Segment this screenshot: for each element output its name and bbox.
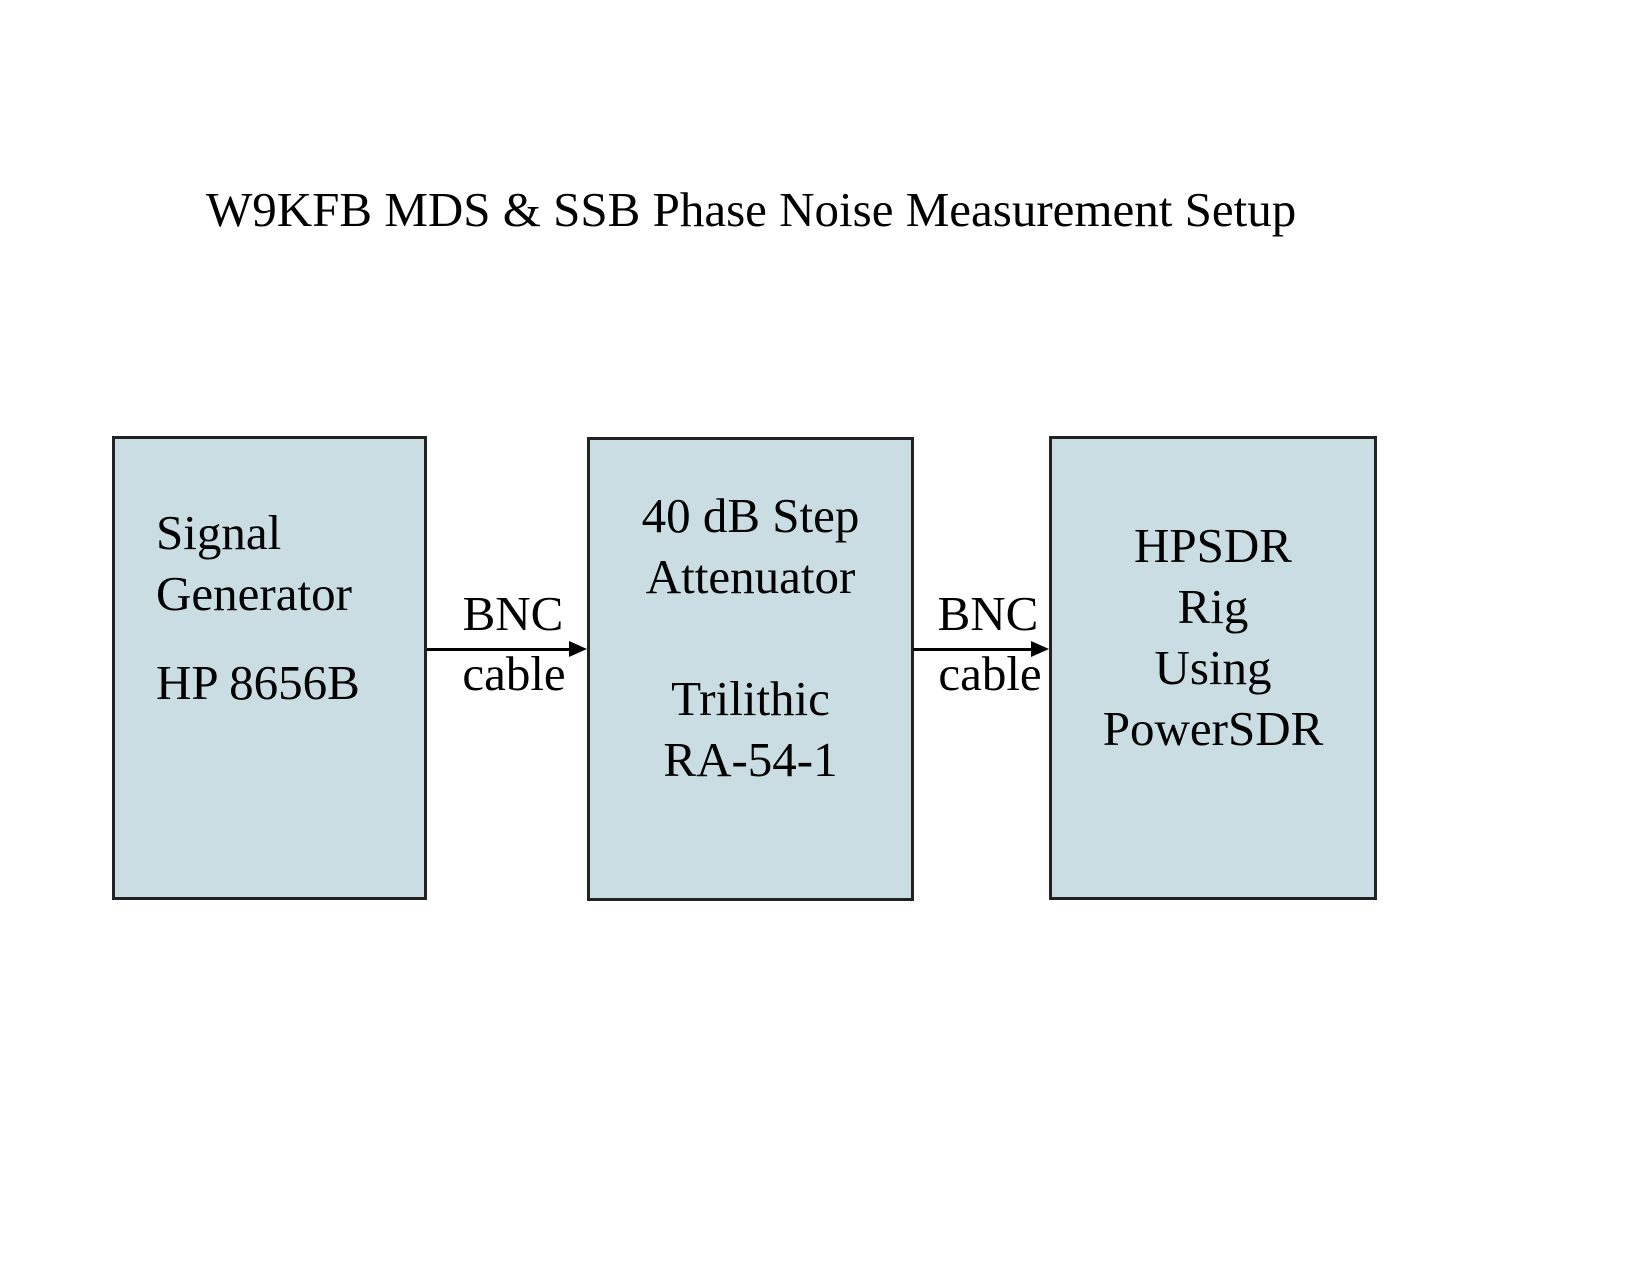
box-text: 40 dB Step Attenuator Trilithic RA-54-1 bbox=[590, 440, 911, 790]
device-box-signal-generator: Signal Generator HP 8656B bbox=[112, 436, 427, 900]
box-text-group: Signal Generator bbox=[156, 502, 414, 624]
arrow-shaft bbox=[427, 648, 569, 651]
box-label-line: Generator bbox=[156, 566, 352, 621]
box-label-line: HP 8656B bbox=[156, 655, 360, 710]
box-label-line: Signal bbox=[156, 505, 282, 560]
box-label-line: 40 dB Step bbox=[641, 488, 860, 543]
box-label-line: HPSDR bbox=[1134, 518, 1292, 573]
connection2-label-cable: cable bbox=[938, 646, 1042, 701]
device-box-step-attenuator: 40 dB Step Attenuator Trilithic RA-54-1 bbox=[587, 437, 914, 901]
box-text: HPSDR Rig Using PowerSDR bbox=[1052, 439, 1374, 759]
box-text: Signal Generator HP 8656B bbox=[115, 439, 424, 713]
box-label-line: PowerSDR bbox=[1102, 701, 1324, 756]
box-label-line: Using bbox=[1154, 640, 1272, 695]
box-text-group: HPSDR Rig Using PowerSDR bbox=[1052, 515, 1374, 759]
box-label-line: Rig bbox=[1177, 579, 1249, 634]
box-label-line: Trilithic bbox=[671, 671, 830, 726]
device-box-hpsdr-rig: HPSDR Rig Using PowerSDR bbox=[1049, 436, 1377, 900]
arrow-shaft bbox=[913, 648, 1031, 651]
box-text-group: 40 dB Step Attenuator bbox=[590, 485, 911, 607]
box-label-line: RA-54-1 bbox=[663, 732, 838, 787]
box-text-group: HP 8656B bbox=[156, 652, 414, 713]
connection1-label-bnc: BNC bbox=[462, 586, 564, 641]
box-text-group: Trilithic RA-54-1 bbox=[590, 668, 911, 790]
connection1-label-cable: cable bbox=[462, 646, 566, 701]
box-label-line: Attenuator bbox=[645, 549, 856, 604]
diagram-title: W9KFB MDS & SSB Phase Noise Measurement … bbox=[206, 182, 1297, 237]
connection2-label-bnc: BNC bbox=[937, 586, 1039, 641]
arrow-head-icon bbox=[1031, 641, 1049, 657]
arrow-head-icon bbox=[569, 641, 587, 657]
